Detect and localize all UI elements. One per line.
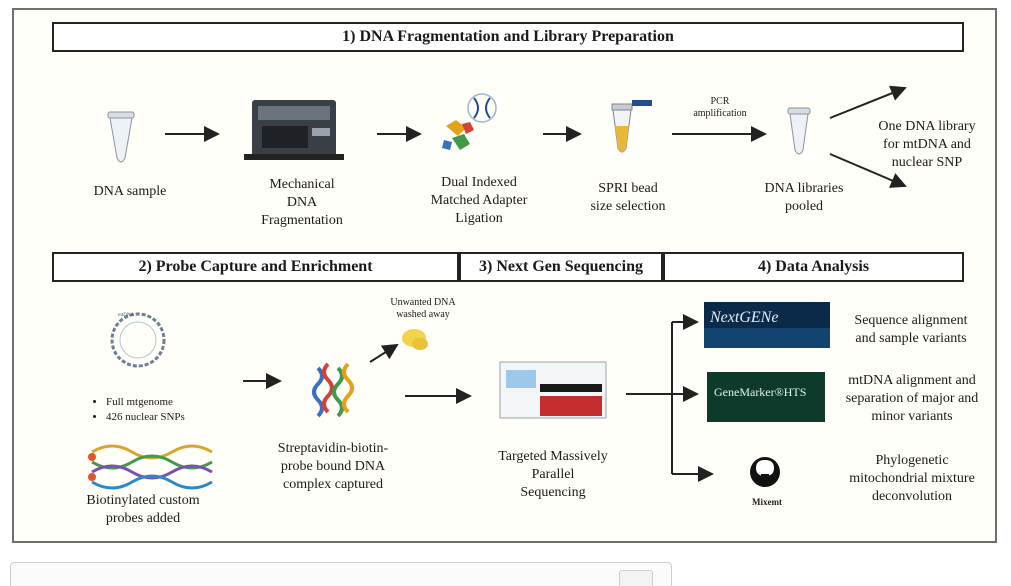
unwanted-dna-icon	[402, 329, 428, 350]
section-header-library-prep: 1) DNA Fragmentation and Library Prepara…	[52, 22, 964, 52]
label-line: pooled	[784, 199, 824, 214]
label-line: Sequencing	[520, 485, 586, 500]
label-line: Dual Indexed	[441, 175, 517, 190]
target-mtgenome: Full mtgenome	[106, 395, 185, 410]
label-line: size selection	[590, 199, 666, 214]
label-line: Unwanted DNA	[390, 297, 456, 308]
label-line: for mtDNA and	[883, 137, 971, 152]
label-line: amplification	[693, 108, 747, 119]
label-output-mtdna: mtDNA alignment and separation of major …	[834, 372, 990, 426]
label-line: One DNA library	[878, 119, 976, 134]
label-line: DNA	[286, 195, 318, 210]
section-header-probe-capture: 2) Probe Capture and Enrichment	[52, 252, 459, 282]
label-line: mitochondrial mixture	[849, 471, 975, 486]
label-adapter-ligation: Dual Indexed Matched Adapter Ligation	[404, 174, 554, 228]
label-line: separation of major and	[845, 391, 979, 406]
label-line: complex captured	[283, 477, 383, 492]
label-line: PCR	[710, 96, 730, 107]
arrow-complex-to-unwanted	[369, 343, 399, 363]
label-biotinylated-probes: Biotinylated custom probes added	[68, 492, 218, 528]
label-dna-sample: DNA sample	[93, 184, 167, 199]
arrow-pooled-down	[829, 153, 907, 188]
biotinylated-probes-icon	[88, 444, 213, 490]
label-line: probes added	[105, 511, 181, 526]
label-line: SPRI bead	[598, 181, 658, 196]
dna-sample-tube-icon	[107, 111, 135, 163]
mtgenome-map-icon: mtDNA	[110, 312, 166, 368]
label-line: probe bound DNA	[280, 459, 386, 474]
genemarker-logo-icon: GeneMarker®HTS	[707, 372, 825, 422]
label-line: washed away	[396, 309, 450, 320]
label-line: Fragmentation	[261, 213, 343, 228]
github-icon	[750, 457, 780, 487]
label-line: Biotinylated custom	[86, 493, 200, 508]
label-one-library: One DNA library for mtDNA and nuclear SN…	[868, 118, 986, 172]
label-line: Parallel	[531, 467, 575, 482]
label-line: Streptavidin-biotin-	[277, 441, 389, 456]
section-header-sequencing: 3) Next Gen Sequencing	[459, 252, 663, 282]
spri-tube-icon	[611, 100, 652, 153]
label-unwanted-dna: Unwanted DNA washed away	[380, 297, 466, 321]
capture-targets-list: Full mtgenome 426 nuclear SNPs	[92, 395, 185, 425]
caption-bar-button[interactable]	[619, 570, 653, 586]
pooled-tube-icon	[787, 107, 811, 155]
sequencer-icon	[499, 361, 607, 419]
nextgene-logo-text: NextGENe	[709, 309, 778, 326]
label-line: Matched Adapter	[430, 193, 528, 208]
label-spri-selection: SPRI bead size selection	[568, 180, 688, 216]
label-mechanical-fragmentation: Mechanical DNA Fragmentation	[232, 176, 372, 230]
mixemt-logo-text: Mixemt	[752, 497, 782, 507]
label-sequencing: Targeted Massively Parallel Sequencing	[478, 448, 628, 502]
label-line: minor variants	[871, 409, 953, 424]
target-nuclear-snps: 426 nuclear SNPs	[106, 410, 185, 425]
section-header-data-analysis: 4) Data Analysis	[663, 252, 964, 282]
label-line: mtDNA alignment and	[848, 373, 976, 388]
caption-input-bar[interactable]	[10, 562, 672, 586]
streptavidin-complex-icon	[312, 362, 354, 418]
label-line: Targeted Massively	[498, 449, 608, 464]
label-output-alignment: Sequence alignment and sample variants	[838, 312, 984, 348]
arrow-pooled-up	[829, 85, 907, 119]
label-line: deconvolution	[871, 489, 953, 504]
label-line: Sequence alignment	[854, 313, 968, 328]
label-captured-complex: Streptavidin-biotin- probe bound DNA com…	[258, 440, 408, 494]
nextgene-logo-icon: NextGENe	[704, 302, 830, 348]
label-line: Phylogenetic	[875, 453, 949, 468]
label-line: DNA libraries	[764, 181, 844, 196]
svg-text:mtDNA: mtDNA	[118, 313, 135, 318]
label-libraries-pooled: DNA libraries pooled	[744, 180, 864, 216]
label-line: nuclear SNP	[891, 155, 963, 170]
label-output-phylogenetic: Phylogenetic mitochondrial mixture decon…	[834, 452, 990, 506]
label-line: and sample variants	[855, 331, 967, 346]
label-line: Ligation	[455, 211, 503, 226]
label-line: Mechanical	[269, 177, 335, 192]
adapter-ligation-icon	[442, 93, 497, 150]
label-pcr-amplification: PCR amplification	[680, 96, 760, 120]
genemarker-logo-text: GeneMarker®HTS	[714, 385, 806, 399]
sonicator-machine-icon	[244, 100, 344, 160]
